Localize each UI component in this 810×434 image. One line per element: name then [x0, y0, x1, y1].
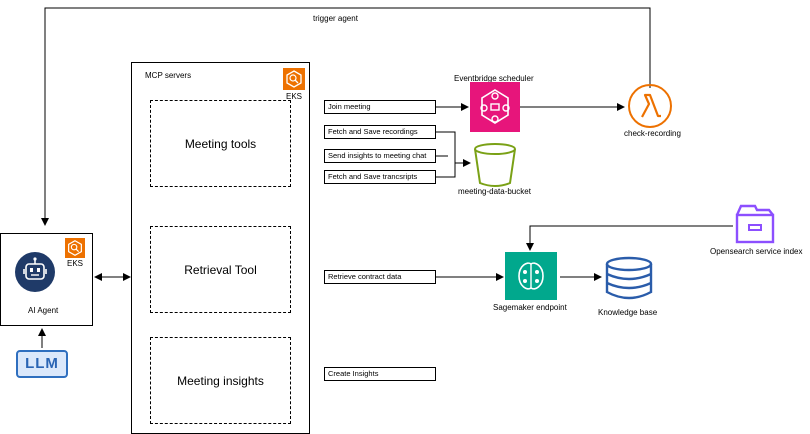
knowledge-base-label: Knowledge base	[598, 308, 658, 317]
opensearch-sagemaker-connector	[526, 225, 733, 251]
sagemaker-label: Sagemaker endpoint	[493, 303, 567, 312]
trigger-agent-label: trigger agent	[313, 14, 358, 23]
meeting-insights-box: Meeting insights	[150, 337, 291, 424]
mcp-eks-label: EKS	[286, 92, 303, 101]
mcp-servers-title: MCP servers	[145, 71, 192, 80]
create-insights-tag: Create Insights	[324, 367, 436, 381]
opensearch-icon	[735, 202, 775, 244]
transcripts-bucket-connector	[435, 163, 456, 178]
eks-icon	[283, 68, 305, 90]
eventbridge-icon	[470, 82, 520, 132]
lambda-label: check-recording	[624, 129, 681, 138]
retrieve-contract-tag: Retrieve contract data	[324, 270, 436, 284]
ai-agent-label: AI Agent	[28, 306, 59, 315]
opensearch-label: Opensearch service index	[710, 247, 803, 256]
eks-icon	[65, 238, 85, 258]
bucket-label: meeting-data-bucket	[458, 187, 531, 196]
eventbridge-label: Eventbridge scheduler	[454, 74, 534, 83]
fetch-recordings-tag: Fetch and Save recordings	[324, 125, 436, 139]
fetch-transcripts-tag: Fetch and Save trancsripts	[324, 170, 436, 184]
lambda-icon	[628, 84, 672, 128]
sagemaker-icon	[505, 252, 557, 300]
recordings-bucket-connector	[435, 131, 471, 167]
join-meeting-tag: Join meeting	[324, 100, 436, 114]
meeting-tools-box: Meeting tools	[150, 100, 291, 187]
robot-icon	[15, 252, 55, 292]
agent-eks-label: EKS	[67, 259, 84, 268]
send-insights-tag: Send insights to meeting chat	[324, 149, 436, 163]
bucket-icon	[470, 139, 520, 189]
retrieval-tool-box: Retrieval Tool	[150, 226, 291, 313]
llm-badge: LLM	[16, 350, 68, 378]
trigger-agent-connector	[41, 7, 651, 226]
mcp-servers-container	[131, 62, 310, 434]
database-icon	[604, 256, 654, 300]
